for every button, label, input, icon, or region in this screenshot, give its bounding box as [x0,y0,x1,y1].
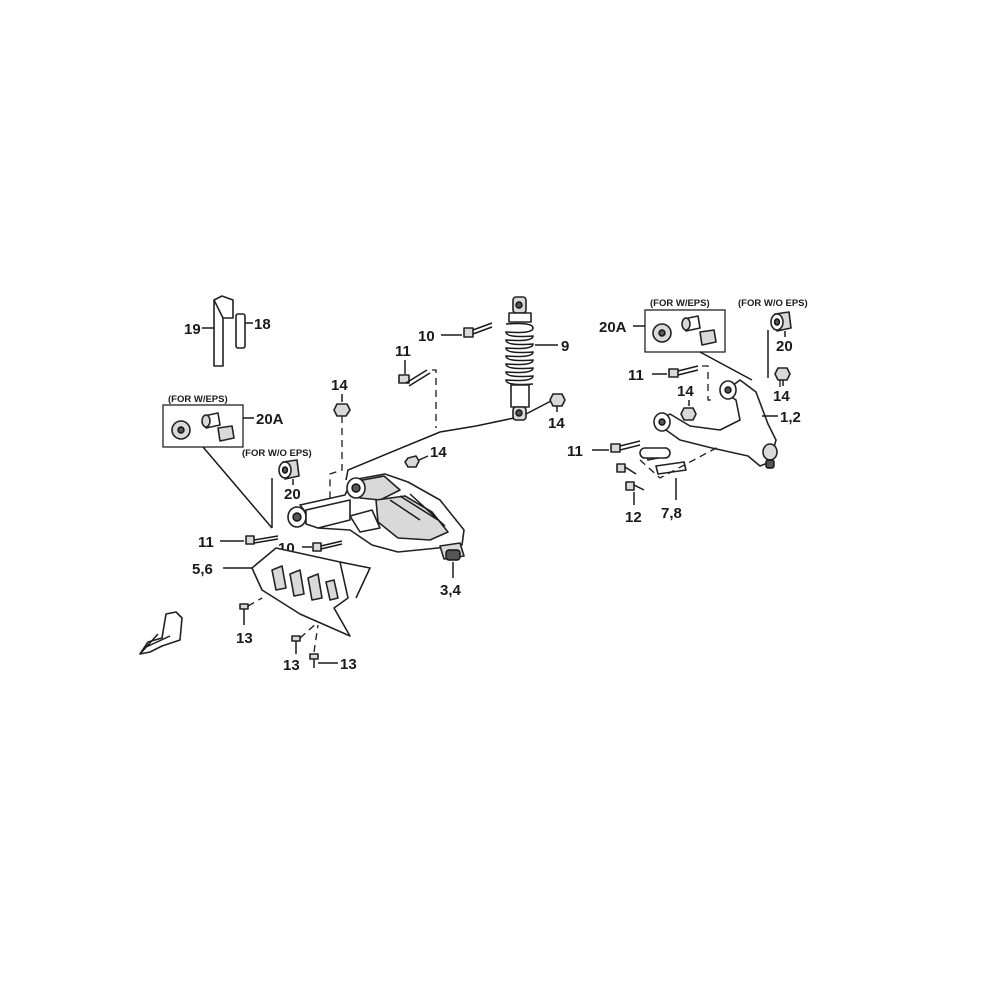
label-11-top: 11 [395,343,411,360]
label-20a-right: 20A [599,319,627,336]
label-3-4: 3,4 [440,582,462,599]
label-12: 12 [625,509,642,526]
label-11-right-top: 11 [628,367,644,384]
label-14-b: 14 [548,415,565,432]
bolt-11-right-top [668,365,699,378]
label-10-top: 10 [418,328,435,345]
label-1-2: 1,2 [780,409,801,426]
bolt-11-right-mid [610,440,641,453]
nut-14-right-b [774,367,791,381]
bolts-12 [616,463,645,491]
note-for-weps-left: (FOR W/EPS) [168,394,228,405]
label-14-a: 14 [331,377,348,394]
bushing-set-20a-left [171,412,235,442]
bolt-10-mid [312,540,343,552]
part-18-pin [235,313,246,349]
label-20-left: 20 [284,486,301,503]
bushing-20-right [770,311,792,332]
nut-14-a [333,403,351,417]
label-14-right-a: 14 [677,383,694,400]
label-11-left: 11 [198,534,214,551]
bolt-11-top [398,369,431,387]
front-direction-arrow-icon [139,611,183,655]
nut-14-b [549,393,566,407]
bushing-20-left [278,459,300,480]
screw-13-a [239,603,249,625]
label-18: 18 [254,316,271,333]
label-20-right: 20 [776,338,793,355]
nut-14-c [404,455,420,468]
label-13-b: 13 [283,657,300,674]
lower-control-arm-3-4 [287,473,465,561]
label-5-6: 5,6 [192,561,213,578]
label-13-c: 13 [340,656,357,673]
screw-13-b [291,635,301,654]
bolt-11-left [245,535,279,545]
label-14-right-b: 14 [773,388,790,405]
part-19-bracket [213,295,234,367]
bolt-10-top [463,322,493,338]
skid-plate-5-6 [251,547,351,637]
note-for-woeps-right: (FOR W/O EPS) [738,298,808,309]
shock-absorber-9 [505,296,534,421]
label-20a-left: 20A [256,411,284,428]
label-19: 19 [184,321,201,338]
nut-14-right-a [680,407,697,421]
label-13-a: 13 [236,630,253,647]
label-9: 9 [561,338,569,355]
shim-7-8 [639,447,687,475]
upper-control-arm-1-2 [653,379,778,469]
screw-13-c [309,653,319,668]
label-14-c: 14 [430,444,447,461]
label-7-8: 7,8 [661,505,682,522]
note-for-weps-right: (FOR W/EPS) [650,298,710,309]
bushing-set-20a-right [652,315,717,346]
note-for-woeps-left: (FOR W/O EPS) [242,448,312,459]
label-11-right-mid: 11 [567,443,583,460]
